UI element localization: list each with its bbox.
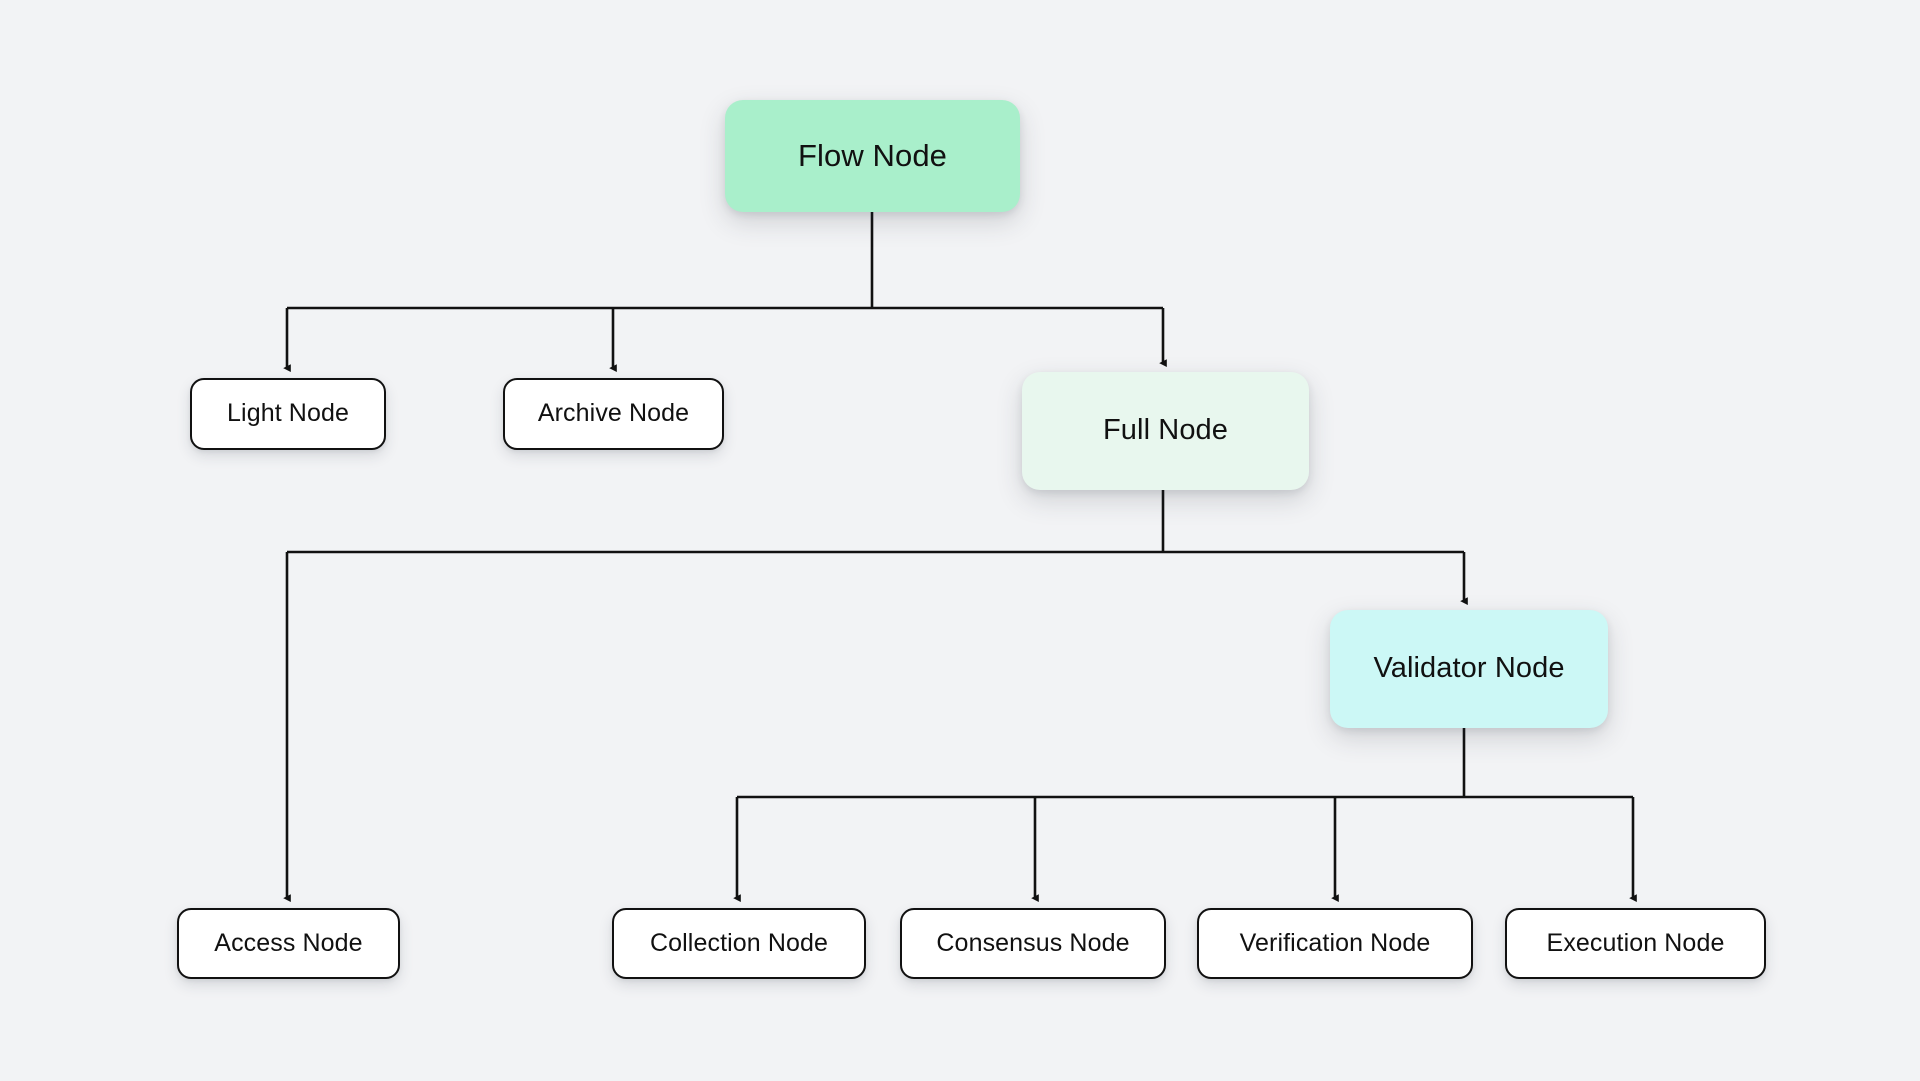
node-consensus-label: Consensus Node — [936, 928, 1130, 957]
node-collection[interactable]: Collection Node — [612, 908, 866, 979]
node-validator-label: Validator Node — [1373, 652, 1565, 685]
node-full[interactable]: Full Node — [1022, 372, 1309, 490]
node-light-label: Light Node — [227, 399, 349, 428]
node-execution[interactable]: Execution Node — [1505, 908, 1766, 979]
node-flow-label: Flow Node — [797, 137, 948, 173]
node-validator[interactable]: Validator Node — [1330, 610, 1608, 728]
node-archive[interactable]: Archive Node — [503, 378, 724, 450]
node-execution-label: Execution Node — [1546, 928, 1725, 957]
node-flow[interactable]: Flow Node — [725, 100, 1020, 212]
node-verification[interactable]: Verification Node — [1197, 908, 1473, 979]
node-archive-label: Archive Node — [537, 399, 690, 428]
node-full-label: Full Node — [1102, 414, 1228, 447]
node-consensus[interactable]: Consensus Node — [900, 908, 1166, 979]
node-collection-label: Collection Node — [650, 928, 828, 957]
node-access[interactable]: Access Node — [177, 908, 400, 979]
node-access-label: Access Node — [214, 928, 363, 957]
node-light[interactable]: Light Node — [190, 378, 386, 450]
node-verification-label: Verification Node — [1239, 928, 1431, 957]
